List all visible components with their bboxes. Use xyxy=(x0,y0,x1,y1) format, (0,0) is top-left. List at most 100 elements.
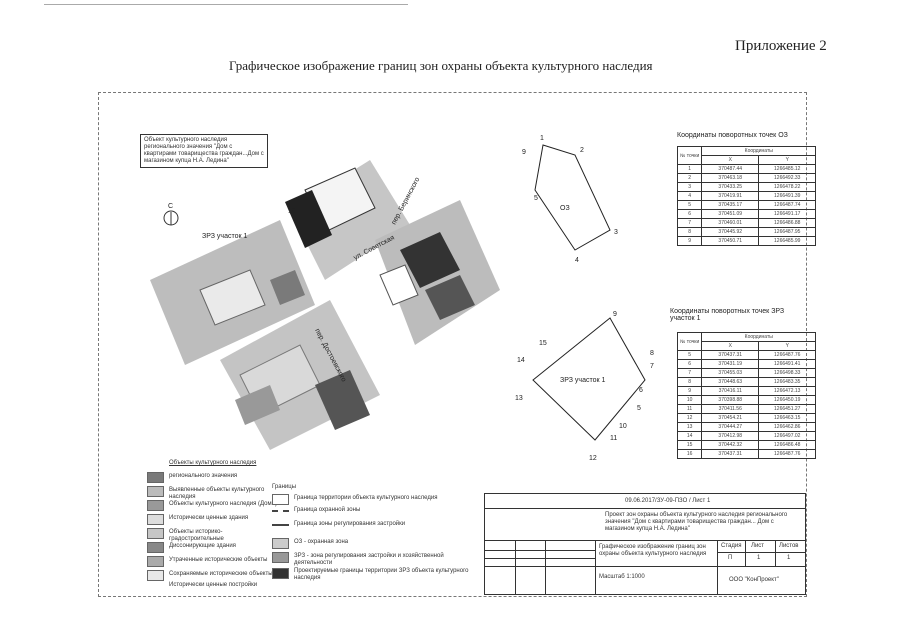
table-cell: 370444.27 xyxy=(701,422,760,432)
table-cell: 12 xyxy=(676,413,703,423)
table-cell: 370411.56 xyxy=(701,404,760,414)
stamp-sheet-title: Графическое изображение границ зон охран… xyxy=(599,544,707,557)
table-cell: 14 xyxy=(676,431,703,441)
stamp-stage-head: Лист xyxy=(751,543,765,549)
legend-item: ОЗ - охранная зона xyxy=(294,539,349,545)
table-cell: 1266487.74 xyxy=(758,200,817,210)
legend-item: Исторически ценные постройки xyxy=(169,582,258,588)
table-cell: 1266491.39 xyxy=(758,191,817,201)
stamp-company: ООО "КонПроект" xyxy=(729,577,779,583)
legend-item: Объекты историко-градостроительные xyxy=(169,529,224,542)
stamp-description: Проект зон охраны объекта культурного на… xyxy=(605,512,788,532)
zrz-diagram: ЗРЗ участок 1 9 8 7 6 5 10 11 12 13 14 1… xyxy=(515,311,654,462)
stamp-line xyxy=(545,540,546,594)
legend-left: Объекты культурного наследия регионально… xyxy=(147,460,277,590)
table-cell: 1266478.22 xyxy=(758,182,817,192)
page-title: Графическое изображение границ зон охран… xyxy=(229,58,653,73)
table-cell: 2 xyxy=(676,173,703,183)
table-cell: 1266486.88 xyxy=(758,218,817,228)
table-zrz-title: Координаты поворотных точек ЗРЗ участок … xyxy=(670,308,785,322)
site-map: ул. Советская пер. Достоевского пер. Бер… xyxy=(150,160,500,450)
building-dark-3 xyxy=(425,275,475,320)
zrz-point: 8 xyxy=(650,350,654,357)
legend-item: Граница территории объекта культурного н… xyxy=(294,495,438,501)
table-cell: 370448.63 xyxy=(701,377,760,387)
legend-swatch xyxy=(147,500,164,511)
oz-center-label: ОЗ xyxy=(560,205,570,212)
table-cell: 11 xyxy=(676,404,703,414)
table-cell: 6 xyxy=(676,209,703,219)
building-dark-1 xyxy=(285,190,332,248)
legend-item: Граница охранной зоны xyxy=(294,507,361,513)
table-header: Координаты xyxy=(701,146,817,156)
stamp-line xyxy=(485,508,805,509)
stamp-stage-head: Стадия xyxy=(721,543,742,549)
zrz-center-label: ЗРЗ участок 1 xyxy=(560,377,605,384)
table-cell: 370455.03 xyxy=(701,368,760,378)
table-cell: 1266487.76 xyxy=(758,449,817,459)
table-cell: 370437.31 xyxy=(701,449,760,459)
north-label: С xyxy=(168,203,173,210)
stamp-stage-val: П xyxy=(728,555,733,561)
table-cell: 1266497.02 xyxy=(758,431,817,441)
legend-swatch xyxy=(147,542,164,553)
table-header: № точки xyxy=(676,146,703,165)
title-block: 09.06.2017/ЗУ-09-ПЗО / Лист 1 Проект зон… xyxy=(484,493,806,595)
stamp-line xyxy=(485,566,805,567)
building-light-1 xyxy=(199,269,266,326)
zrz-point: 6 xyxy=(639,387,643,394)
zrz-point: 13 xyxy=(515,395,523,402)
stamp-line xyxy=(775,540,776,566)
table-header: Координаты xyxy=(701,332,817,342)
table-cell: 370416.11 xyxy=(701,386,760,396)
table-cell: 7 xyxy=(676,218,703,228)
table-cell: 1266462.86 xyxy=(758,422,817,432)
table-cell: 5 xyxy=(676,200,703,210)
table-cell: 370412.98 xyxy=(701,431,760,441)
zrz-point: 9 xyxy=(613,311,617,318)
table-cell: 1266487.95 xyxy=(758,227,817,237)
table-cell: 4 xyxy=(676,191,703,201)
table-cell: 10 xyxy=(676,395,703,405)
table-cell: 1266491.17 xyxy=(758,209,817,219)
legend-swatch xyxy=(272,494,289,505)
table-cell: 8 xyxy=(676,377,703,387)
table-header: № точки xyxy=(676,332,703,351)
table-cell: 370435.17 xyxy=(701,200,760,210)
oz-outline xyxy=(534,144,611,251)
table-cell: 3 xyxy=(676,182,703,192)
table-cell: 1266485.99 xyxy=(758,236,817,246)
building-dark-2 xyxy=(400,232,460,288)
table-cell: 8 xyxy=(676,227,703,237)
top-rule xyxy=(44,4,408,5)
legend-item: ЗРЗ - зона регулирования застройки и хоз… xyxy=(294,553,444,566)
table-cell: 1266491.41 xyxy=(758,359,817,369)
zrz-point: 10 xyxy=(619,423,627,430)
legend-item: Проектируемые границы территории ЗРЗ объ… xyxy=(294,568,469,581)
table-cell: 9 xyxy=(676,236,703,246)
table-cell: 16 xyxy=(676,449,703,459)
legend-item: Исторически ценные здания xyxy=(169,515,249,521)
legend-swatch xyxy=(272,568,289,579)
table-row: № точки Координаты xyxy=(676,332,817,351)
table-cell: 370445.92 xyxy=(701,227,760,237)
table-cell: 1266463.15 xyxy=(758,413,817,423)
zrz-point: 14 xyxy=(517,357,525,364)
legend-swatch xyxy=(147,486,164,497)
legend-item: Утраченные исторические объекты xyxy=(169,557,268,563)
